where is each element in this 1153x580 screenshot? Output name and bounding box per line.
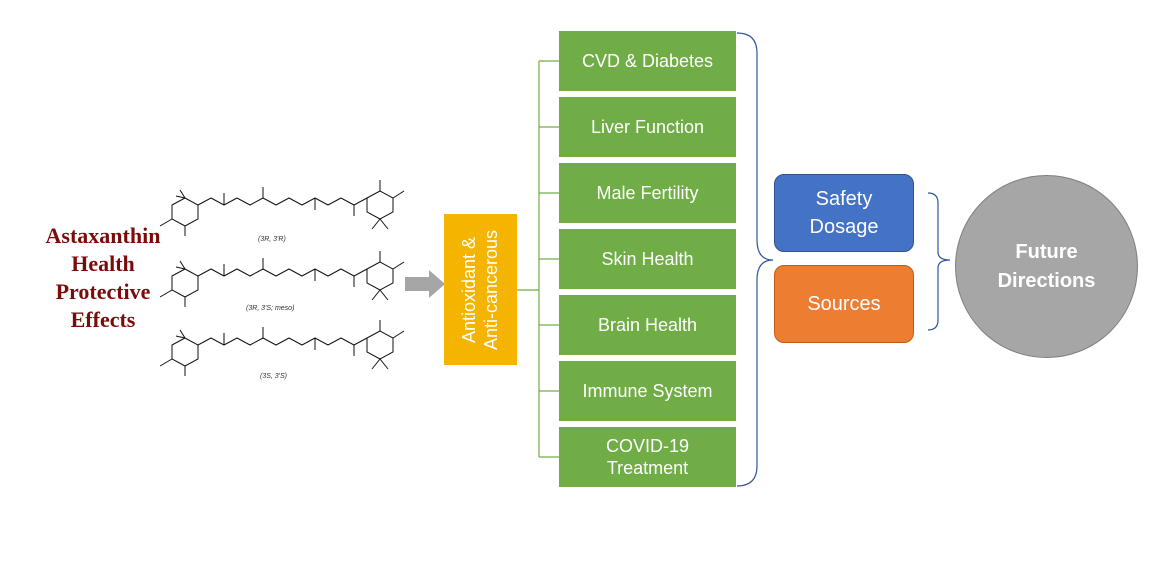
antioxidant-label: Antioxidant & [459, 236, 480, 343]
effect-box-immune-system: Immune System [559, 361, 736, 421]
effect-box-liver-function: Liver Function [559, 97, 736, 157]
directions-label: Directions [997, 269, 1096, 292]
dosage-label: Dosage [809, 216, 879, 238]
diagram-title: Astaxanthin Health Protective Effects [8, 222, 198, 334]
molecule-label: (3R, 3'S; meso) [246, 305, 295, 312]
effect-box-cvd-diabetes: CVD & Diabetes [559, 31, 736, 91]
effects-tree [517, 60, 559, 458]
future-label: Future [1015, 240, 1078, 263]
safety-dosage-box: Safety Dosage [774, 174, 914, 252]
sources-box: Sources [774, 265, 914, 343]
effect-box-brain-health: Brain Health [559, 295, 736, 355]
right-brace [736, 32, 774, 487]
molecule-label: (3R, 3'R) [258, 236, 286, 243]
molecule-structure [159, 251, 405, 307]
molecule-label: (3S, 3'S) [260, 373, 288, 380]
antioxidant-box: Antioxidant & Anti-cancerous [444, 214, 517, 365]
title-line: Astaxanthin [45, 223, 161, 248]
anticancerous-label: Anti-cancerous [481, 229, 502, 350]
molecule-structure [159, 320, 405, 376]
title-line: Effects [70, 307, 136, 332]
title-line: Health [71, 251, 135, 276]
future-directions-circle: Future Directions [955, 175, 1138, 358]
molecule-structure [159, 180, 405, 236]
effect-box-covid-19-treatment: COVID-19 Treatment [559, 427, 736, 487]
effect-box-male-fertility: Male Fertility [559, 163, 736, 223]
effect-box-skin-health: Skin Health [559, 229, 736, 289]
title-line: Protective [55, 279, 151, 304]
arrow-right-icon [405, 270, 445, 298]
small-brace [927, 192, 951, 331]
safety-label: Safety [815, 188, 873, 210]
